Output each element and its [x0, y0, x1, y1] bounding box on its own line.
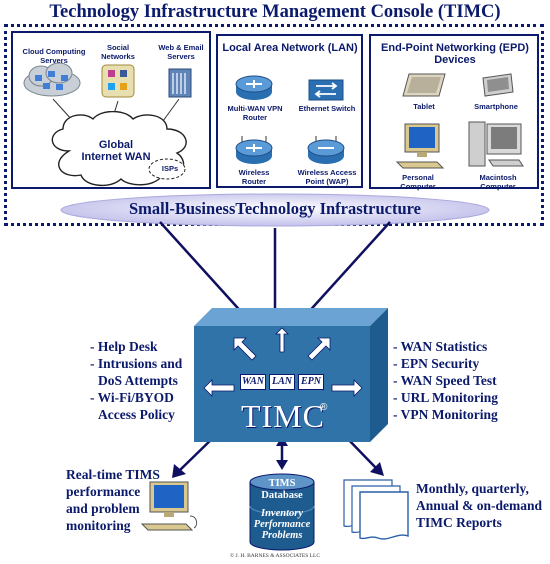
- macintosh-computer-icon: [468, 121, 524, 167]
- ethernet-switch-icon: [308, 79, 344, 101]
- feature-intrusions: - Intrusions and: [90, 356, 183, 371]
- feature-vpn-monitoring: - VPN Monitoring: [393, 407, 498, 422]
- web-email-label: Web & Email Servers: [158, 43, 204, 61]
- personal-computer-icon: [395, 123, 445, 169]
- database-title: TIMS Database: [261, 478, 303, 501]
- feature-access-policy: Access Policy: [98, 407, 175, 422]
- right-feature-list: - WAN Statistics - EPN Security - WAN Sp…: [393, 338, 533, 423]
- social-network-icon: [101, 64, 135, 98]
- tab-epn[interactable]: EPN: [298, 374, 324, 390]
- feature-dos: DoS Attempts: [98, 373, 178, 388]
- reports-icon: [343, 479, 409, 540]
- monitor-icon: [140, 481, 198, 531]
- isp-label: ISPs: [161, 164, 179, 173]
- feature-wifi-byod: - Wi-Fi/BYOD: [90, 390, 174, 405]
- database-icon: [249, 473, 315, 551]
- wireless-router-icon: [235, 136, 273, 164]
- cloud-servers-icon: [23, 62, 81, 97]
- feature-wan-statistics: - WAN Statistics: [393, 339, 488, 354]
- monitoring-caption: Real-time TIMS performance and problem m…: [66, 467, 160, 533]
- reports-caption: Monthly, quarterly, Annual & on-demand T…: [416, 481, 543, 530]
- smartphone-label: Smartphone: [474, 102, 518, 111]
- tablet-label: Tablet: [413, 102, 435, 111]
- page-title: Technology Infrastructure Management Con…: [49, 2, 501, 22]
- wap-label: Wireless Access Point (WAP): [297, 168, 357, 186]
- feature-url-monitoring: - URL Monitoring: [393, 390, 499, 405]
- infrastructure-label: Small-BusinessTechnology Infrastructure: [129, 199, 421, 218]
- wireless-access-point-icon: [307, 136, 345, 164]
- tab-wan[interactable]: WAN: [240, 374, 266, 390]
- vpn-router-icon: [235, 75, 273, 100]
- lan-panel: Local Area Network (LAN) Multi-WAN VPN R…: [216, 34, 363, 188]
- tablet-icon: [402, 73, 446, 97]
- registered-mark: ®: [320, 402, 328, 413]
- left-feature-list: - Help Desk - Intrusions and DoS Attempt…: [90, 338, 200, 423]
- console-name: TIMC: [241, 398, 325, 434]
- feature-epn-security: - EPN Security: [393, 356, 480, 371]
- lan-panel-title: Local Area Network (LAN): [222, 42, 358, 54]
- internet-cloud-icon: [51, 111, 187, 186]
- epd-panel-title: End-Point Networking (EPD) Devices: [381, 42, 529, 66]
- epd-panel: End-Point Networking (EPD) Devices Table…: [369, 34, 539, 191]
- tab-lan[interactable]: LAN: [269, 374, 295, 390]
- wireless-router-label: Wireless Router: [238, 168, 270, 186]
- macintosh-computer-label: Macintosh Computer: [479, 173, 517, 191]
- infrastructure-oval: [60, 193, 490, 227]
- web-email-servers-icon: [168, 68, 192, 98]
- personal-computer-label: Personal Computer: [400, 173, 436, 191]
- ethernet-switch-label: Ethernet Switch: [298, 104, 356, 113]
- smartphone-icon: [482, 73, 514, 97]
- cloud-servers-label: Cloud Computing Servers: [22, 47, 86, 65]
- copyright: © J. H. BARNES & ASSOCIATES LLC: [229, 553, 321, 559]
- feature-help-desk: - Help Desk: [90, 339, 158, 354]
- internet-label: Global Internet WAN: [81, 139, 151, 163]
- feature-wan-speed-test: - WAN Speed Test: [393, 373, 497, 388]
- wan-panel: Cloud Computing Servers Social Networks …: [11, 31, 211, 189]
- social-networks-label: Social Networks: [101, 43, 135, 61]
- vpn-router-label: Multi-WAN VPN Router: [227, 104, 283, 122]
- database-items: Inventory Performance Problems: [253, 508, 311, 541]
